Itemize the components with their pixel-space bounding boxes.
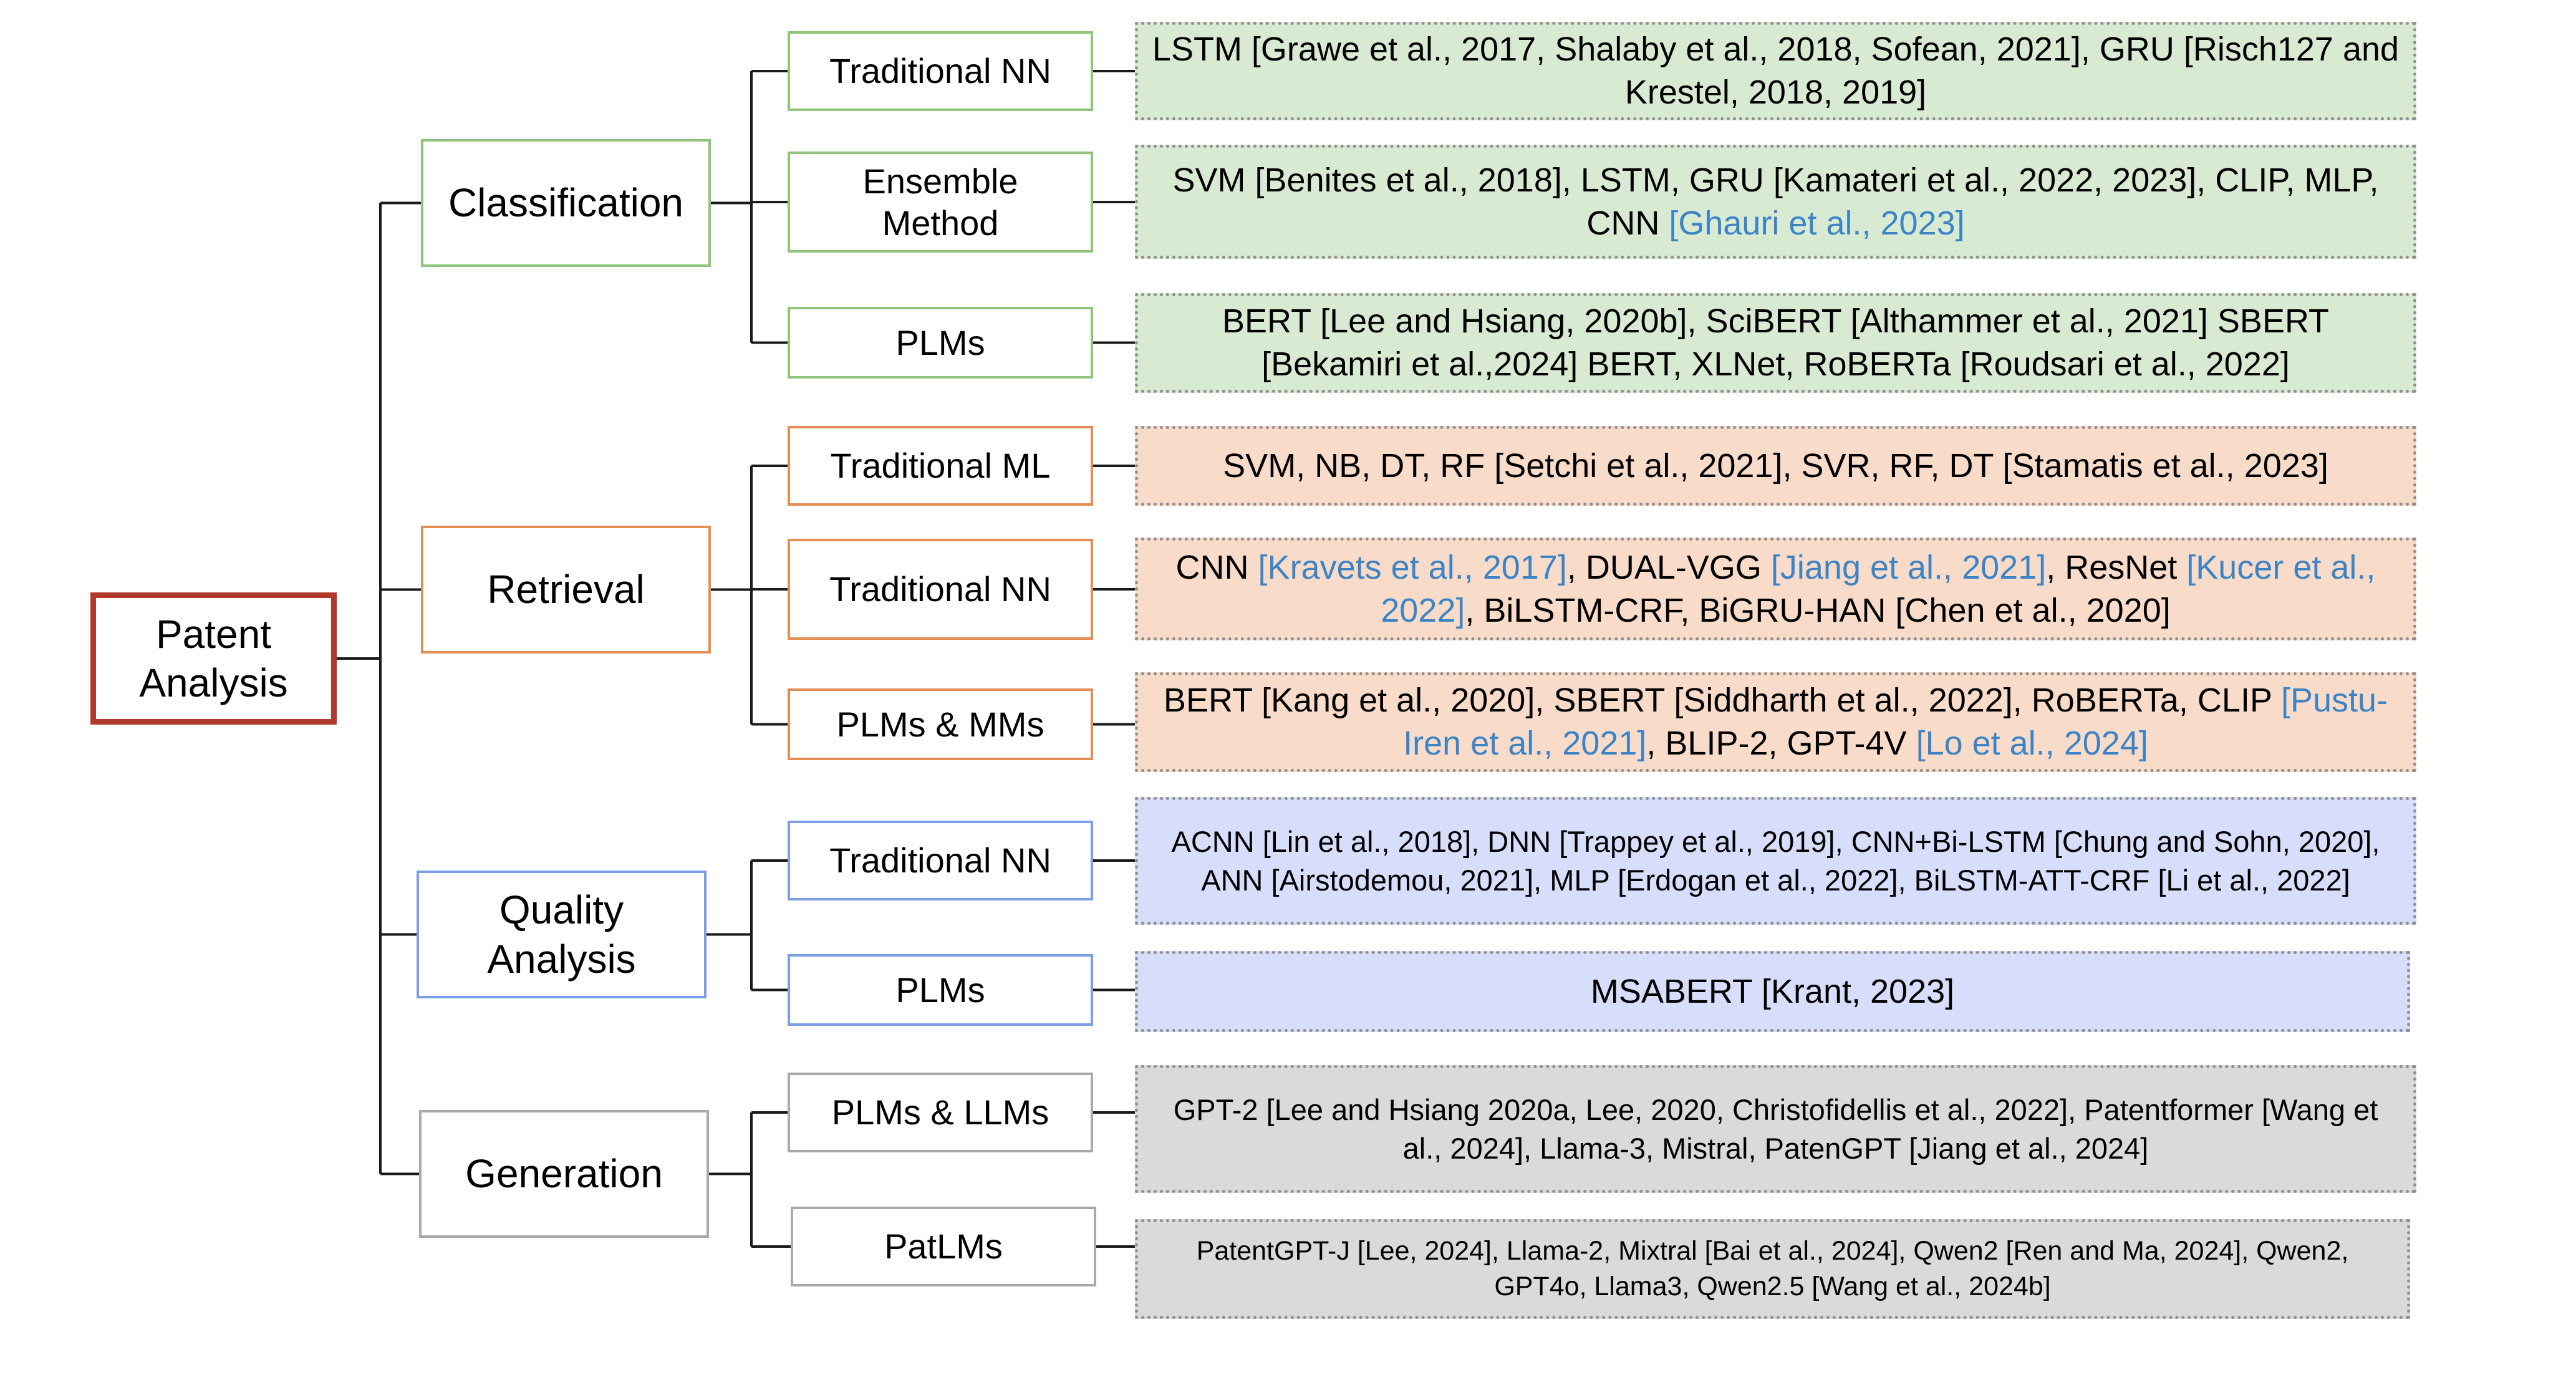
- category-label-line2: Analysis: [487, 936, 636, 982]
- subcategory-label: Traditional NN: [829, 569, 1051, 609]
- category-retrieval: Retrieval: [421, 526, 711, 654]
- leaf-generation-patlms: PatentGPT-J [Lee, 2024], Llama-2, Mixtra…: [1135, 1219, 2410, 1319]
- category-label: Generation: [465, 1151, 663, 1197]
- leaf-text-segment: SVM [Benites et al., 2018], LSTM, GRU [K…: [1172, 161, 2379, 242]
- leaf-retrieval-plms-mms: BERT [Kang et al., 2020], SBERT [Siddhar…: [1135, 672, 2416, 772]
- citation-link[interactable]: [Pustu-Iren et al., 2021]: [1403, 682, 2388, 762]
- subcategory-classification-plms: PLMs: [788, 307, 1093, 379]
- subcategory-label: Traditional NN: [829, 51, 1051, 91]
- leaf-text: CNN [Kravets et al., 2017], DUAL-VGG [Ji…: [1152, 546, 2400, 632]
- leaf-text: PatentGPT-J [Lee, 2024], Llama-2, Mixtra…: [1152, 1233, 2393, 1305]
- leaf-text: GPT-2 [Lee and Hsiang 2020a, Lee, 2020, …: [1152, 1091, 2400, 1167]
- subcategory-classification-traditional-nn: Traditional NN: [788, 31, 1093, 111]
- subcategory-quality-analysis-plms: PLMs: [788, 954, 1093, 1026]
- leaf-quality-analysis-plms: MSABERT [Krant, 2023]: [1135, 951, 2410, 1032]
- root-label-line2: Analysis: [139, 660, 288, 705]
- root-label-line1: Patent: [155, 611, 272, 657]
- leaf-text-segment: , BiLSTM-CRF, BiGRU-HAN [Chen et al., 20…: [1465, 591, 2171, 629]
- citation-link[interactable]: [Lo et al., 2024]: [1916, 725, 2148, 762]
- leaf-text-segment: MSABERT [Krant, 2023]: [1590, 972, 1955, 1010]
- leaf-text-segment: BERT [Lee and Hsiang, 2020b], SciBERT [A…: [1222, 302, 2329, 383]
- leaf-text: SVM, NB, DT, RF [Setchi et al., 2021], S…: [1223, 445, 2328, 488]
- subcategory-retrieval-plms-mms: PLMs & MMs: [788, 688, 1093, 760]
- citation-link[interactable]: [Kravets et al., 2017]: [1258, 548, 1567, 586]
- subcategory-retrieval-traditional-nn: Traditional NN: [788, 539, 1093, 640]
- leaf-text: BERT [Kang et al., 2020], SBERT [Siddhar…: [1152, 679, 2400, 765]
- leaf-classification-plms: BERT [Lee and Hsiang, 2020b], SciBERT [A…: [1135, 293, 2416, 393]
- leaf-text-segment: LSTM [Grawe et al., 2017, Shalaby et al.…: [1152, 31, 2400, 111]
- leaf-text: MSABERT [Krant, 2023]: [1591, 970, 1954, 1013]
- citation-link[interactable]: [Jiang et al., 2021]: [1770, 548, 2047, 586]
- subcategory-label: PLMs & MMs: [836, 704, 1044, 744]
- leaf-text-segment: SVM, NB, DT, RF [Setchi et al., 2021], S…: [1223, 446, 2328, 485]
- leaf-classification-traditional-nn: LSTM [Grawe et al., 2017, Shalaby et al.…: [1135, 22, 2416, 120]
- leaf-text: BERT [Lee and Hsiang, 2020b], SciBERT [A…: [1152, 300, 2400, 385]
- leaf-text-segment: , ResNet: [2046, 548, 2187, 586]
- leaf-text-segment: , DUAL-VGG: [1566, 548, 1771, 586]
- subcategory-label: Traditional NN: [829, 841, 1051, 880]
- subcategory-label: Ensemble: [862, 161, 1018, 201]
- leaf-text-segment: BERT [Kang et al., 2020], SBERT [Siddhar…: [1163, 682, 2281, 720]
- subcategory-retrieval-traditional-ml: Traditional ML: [788, 426, 1093, 506]
- leaf-text-segment: CNN: [1175, 548, 1258, 586]
- leaf-retrieval-traditional-nn: CNN [Kravets et al., 2017], DUAL-VGG [Ji…: [1135, 538, 2416, 640]
- subcategory-quality-analysis-traditional-nn: Traditional NN: [788, 821, 1093, 900]
- leaf-text: SVM [Benites et al., 2018], LSTM, GRU [K…: [1152, 159, 2400, 244]
- subcategory-generation-plms-llms: PLMs & LLMs: [788, 1073, 1093, 1152]
- leaf-text: ACNN [Lin et al., 2018], DNN [Trappey et…: [1152, 823, 2400, 899]
- subcategory-label: PatLMs: [884, 1227, 1003, 1266]
- category-label: Quality: [499, 887, 624, 933]
- subcategory-label: PLMs: [895, 322, 985, 362]
- leaf-quality-analysis-traditional-nn: ACNN [Lin et al., 2018], DNN [Trappey et…: [1135, 797, 2416, 925]
- subcategory-label: PLMs & LLMs: [831, 1093, 1049, 1132]
- citation-link[interactable]: [Kucer et al., 2022]: [1381, 548, 2376, 629]
- category-label: Classification: [448, 180, 684, 226]
- leaf-generation-plms-llms: GPT-2 [Lee and Hsiang 2020a, Lee, 2020, …: [1135, 1065, 2416, 1193]
- leaf-text-segment: GPT-2 [Lee and Hsiang 2020a, Lee, 2020, …: [1173, 1093, 2378, 1165]
- citation-link[interactable]: [Ghauri et al., 2023]: [1669, 204, 1965, 242]
- leaf-retrieval-traditional-ml: SVM, NB, DT, RF [Setchi et al., 2021], S…: [1135, 426, 2416, 506]
- category-label: Retrieval: [487, 567, 645, 612]
- subcategory-generation-patlms: PatLMs: [791, 1207, 1096, 1286]
- leaf-text-segment: ACNN [Lin et al., 2018], DNN [Trappey et…: [1171, 825, 2380, 897]
- subcategory-label: PLMs: [895, 970, 985, 1010]
- subcategory-label-line2: Method: [882, 203, 999, 243]
- category-generation: Generation: [419, 1110, 709, 1238]
- leaf-text-segment: PatentGPT-J [Lee, 2024], Llama-2, Mixtra…: [1196, 1236, 2349, 1301]
- leaf-text-segment: , BLIP-2, GPT-4V: [1646, 725, 1916, 762]
- leaf-text: LSTM [Grawe et al., 2017, Shalaby et al.…: [1152, 28, 2400, 113]
- leaf-classification-ensemble-method: SVM [Benites et al., 2018], LSTM, GRU [K…: [1135, 145, 2416, 259]
- root-node-patent-analysis: Patent Analysis: [90, 592, 337, 725]
- category-classification: Classification: [421, 139, 711, 267]
- subcategory-label: Traditional ML: [830, 446, 1051, 486]
